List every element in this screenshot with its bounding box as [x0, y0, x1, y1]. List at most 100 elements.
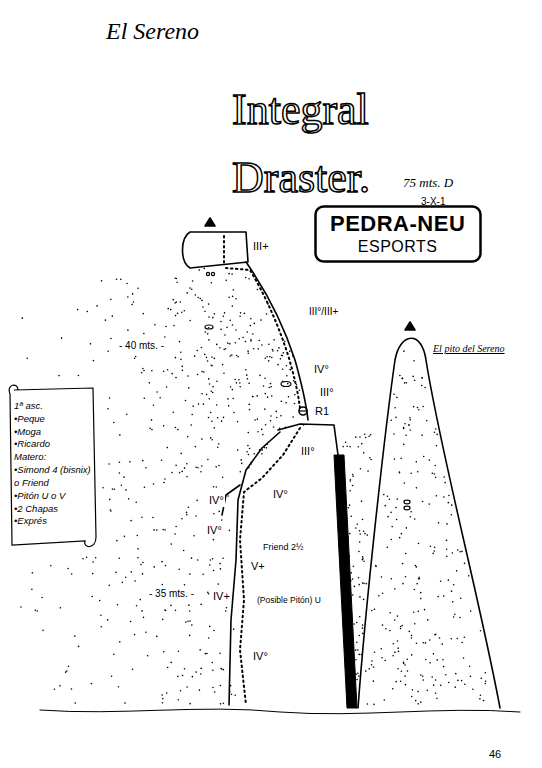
stipple-dot [368, 668, 370, 670]
stipple-dot [400, 680, 402, 682]
stipple-dot [254, 323, 256, 325]
stipple-dot [397, 647, 399, 649]
stipple-dot [435, 679, 437, 681]
stipple-dot [284, 340, 286, 342]
stipple-dot [156, 636, 158, 638]
stipple-dot [145, 631, 147, 633]
tower-name: El pito del Sereno [432, 343, 506, 355]
grade: IV° [252, 650, 269, 663]
stipple-dot [365, 437, 367, 439]
stipple-dot [148, 382, 150, 384]
stipple-dot [142, 573, 144, 575]
stipple-dot [167, 308, 169, 310]
stipple-dot [184, 467, 186, 469]
stipple-dot [378, 595, 380, 597]
stipple-dot [166, 692, 168, 694]
stipple-dot [409, 417, 411, 419]
stipple-dot [191, 288, 193, 290]
stipple-dot [415, 461, 417, 463]
stipple-dot [485, 672, 487, 674]
stipple-dot [350, 515, 352, 517]
stipple-dot [272, 349, 274, 351]
stipple-dot [246, 374, 248, 376]
stipple-dot [352, 485, 354, 487]
stipple-dot [409, 631, 411, 633]
stipple-dot [220, 568, 222, 570]
stipple-dot [446, 556, 448, 558]
grade: IV° [272, 488, 289, 501]
stipple-dot [287, 383, 289, 385]
stipple-dot [275, 411, 277, 413]
stipple-dot [426, 690, 428, 692]
stipple-dot [154, 324, 156, 326]
stipple-dot [91, 596, 93, 598]
stipple-dot [390, 419, 392, 421]
grade: IV° [313, 363, 330, 376]
stipple-dot [183, 310, 185, 312]
stipple-dot [396, 397, 398, 399]
stipple-dot [359, 436, 361, 438]
stipple-dot [191, 557, 193, 559]
stipple-dot [286, 375, 288, 377]
stipple-dot [122, 581, 124, 583]
stipple-dot [118, 557, 120, 559]
stipple-dot [175, 526, 177, 528]
stipple-dot [395, 417, 397, 419]
stipple-dot [178, 568, 180, 570]
stipple-dot [145, 467, 147, 469]
stipple-dot [211, 662, 213, 664]
stipple-dot [448, 579, 450, 581]
stipple-dot [245, 369, 247, 371]
stipple-dot [65, 671, 67, 673]
stipple-dot [434, 634, 436, 636]
stipple-dot [414, 518, 416, 520]
stipple-dot [391, 539, 393, 541]
stipple-dot [252, 333, 254, 335]
stipple-dot [420, 701, 422, 703]
stipple-dot [191, 624, 193, 626]
stipple-dot [171, 472, 173, 474]
stipple-dot [208, 593, 210, 595]
stipple-dot [435, 476, 437, 478]
stipple-dot [373, 680, 375, 682]
stipple-dot [349, 490, 351, 492]
stipple-dot [180, 453, 182, 455]
stipple-dot [216, 381, 218, 383]
stipple-dot [419, 578, 421, 580]
stipple-dot [115, 572, 117, 574]
stipple-dot [116, 278, 118, 280]
summit-triangle [205, 218, 215, 226]
stipple-dot [209, 564, 211, 566]
stipple-dot [212, 687, 214, 689]
stipple-dot [177, 429, 179, 431]
stipple-dot [204, 354, 206, 356]
stipple-dot [144, 487, 146, 489]
stipple-dot [485, 680, 487, 682]
stipple-dot [443, 496, 445, 498]
stipple-dot [443, 476, 445, 478]
stipple-dot [192, 676, 194, 678]
stipple-dot [249, 409, 251, 411]
stipple-dot [413, 360, 415, 362]
sticker-border [316, 207, 481, 262]
stipple-dot [143, 333, 145, 335]
stipple-dot [201, 371, 203, 373]
stipple-dot [180, 351, 182, 353]
stipple-dot [175, 315, 177, 317]
stipple-dot [22, 317, 24, 319]
stipple-dot [382, 592, 384, 594]
stipple-dot [232, 398, 234, 400]
stipple-dot [417, 703, 419, 705]
stipple-dot [266, 356, 268, 358]
stipple-dot [210, 390, 212, 392]
stipple-dot [404, 423, 406, 425]
stipple-dot [386, 546, 388, 548]
note-line: Matero: [14, 451, 91, 464]
stipple-dot [439, 637, 441, 639]
stipple-dot [186, 686, 188, 688]
stipple-dot [417, 407, 419, 409]
stipple-dot [412, 376, 414, 378]
stipple-dot [294, 394, 296, 396]
stipple-dot [408, 424, 410, 426]
stipple-dot [131, 304, 133, 306]
